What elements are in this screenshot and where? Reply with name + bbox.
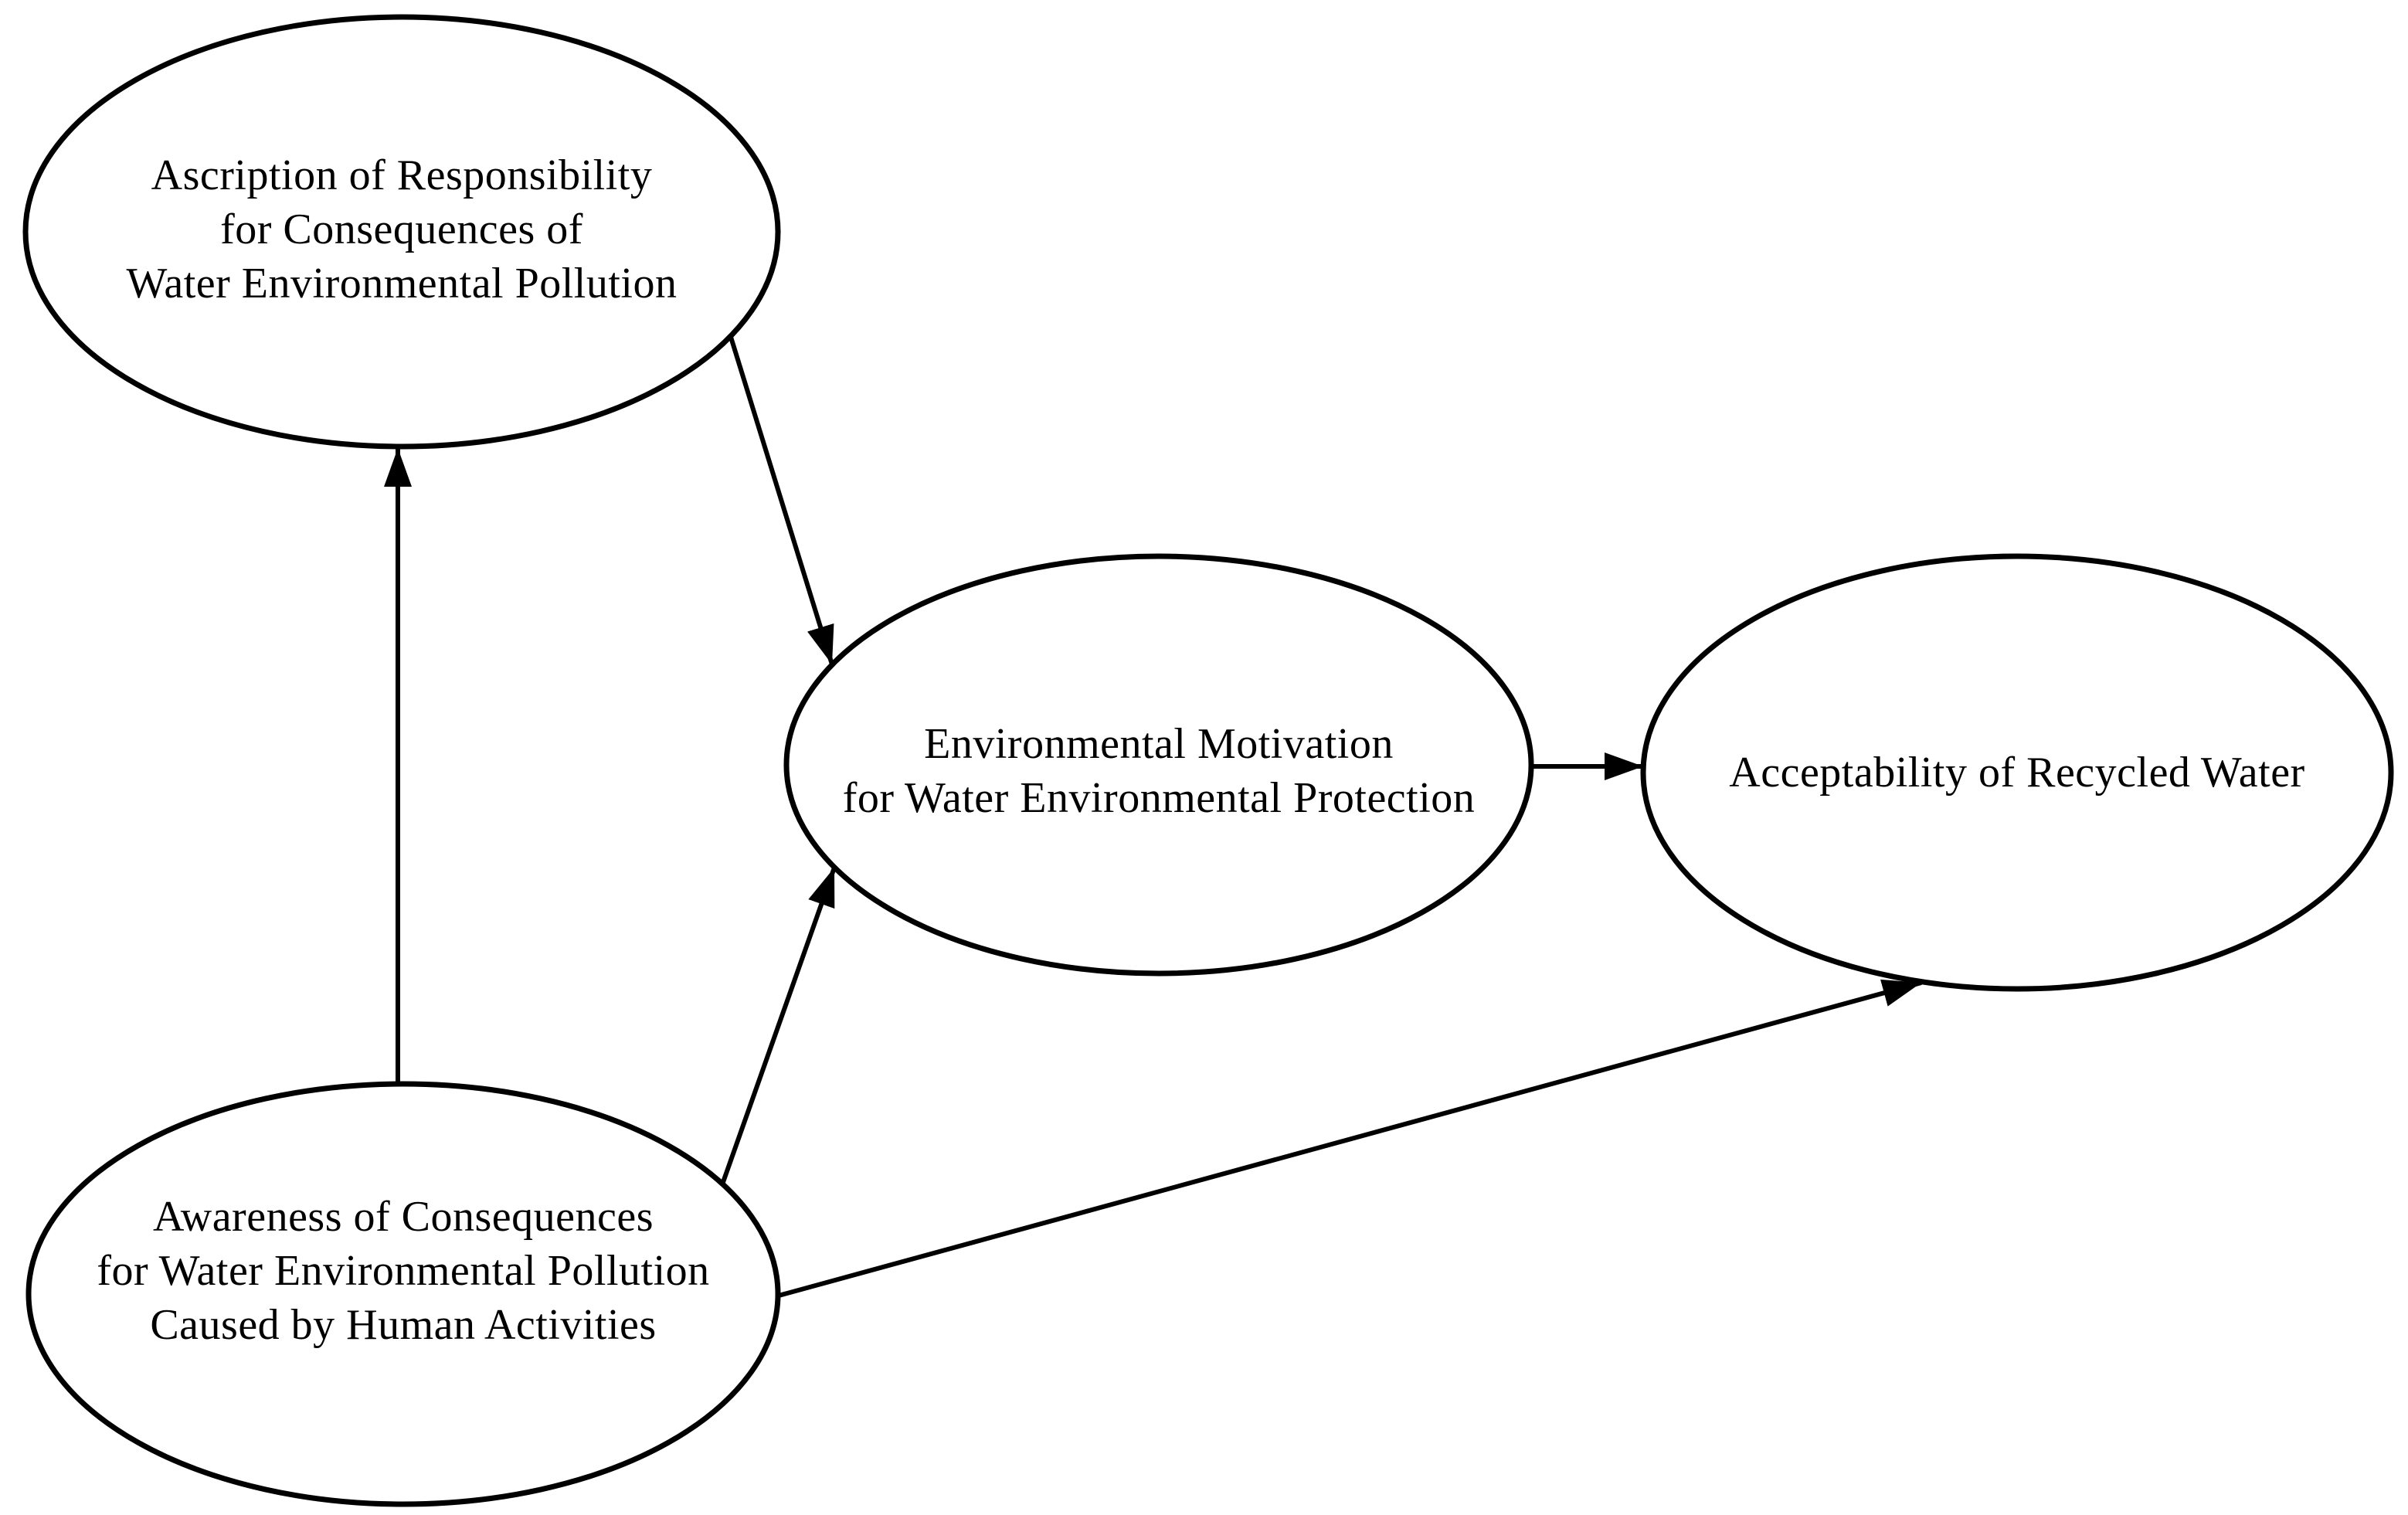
label-line: Ascription of Responsibility [151, 151, 653, 199]
label-line: Environmental Motivation [924, 720, 1394, 768]
arrow-awareness-to-acceptability [778, 979, 1922, 1298]
label-line: Awareness of Consequences [152, 1193, 654, 1241]
label-line: for Water Environmental Pollution [97, 1247, 710, 1295]
ellipse-ascription [22, 14, 781, 450]
node-label-acceptability: Acceptability of Recycled Water [1729, 746, 2304, 800]
arrow-ascription-to-motivation [728, 334, 834, 665]
ellipse-acceptability [1640, 553, 2394, 992]
arrow-awareness-to-motivation [720, 866, 837, 1186]
node-label-ascription: Ascription of Responsibility for Consequ… [127, 148, 678, 311]
label-line: Caused by Human Activities [150, 1301, 657, 1349]
label-line: for Water Environmental Protection [842, 774, 1476, 822]
ellipse-awareness [25, 1081, 781, 1507]
label-line: Water Environmental Pollution [126, 260, 678, 307]
node-label-awareness: Awareness of Consequences for Water Envi… [97, 1190, 709, 1352]
ellipse-motivation [783, 553, 1534, 977]
node-label-motivation: Environmental Motivation for Water Envir… [843, 717, 1476, 825]
label-line: for Consequences of [220, 206, 583, 253]
label-line: Acceptability of Recycled Water [1729, 749, 2305, 797]
